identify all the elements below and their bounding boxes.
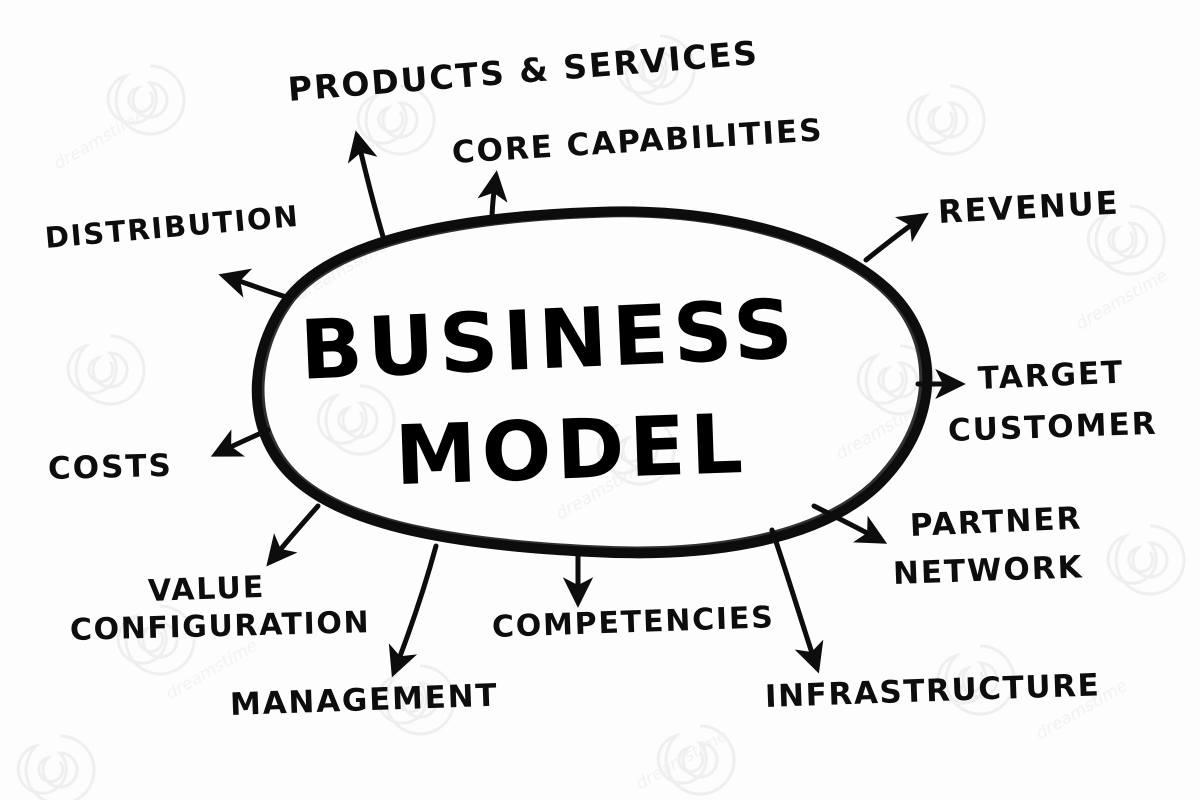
node-label-revenue: REVENUE [937,183,1121,231]
arrow-partner-network [811,503,888,544]
node-label-network: NETWORK [892,549,1085,592]
arrow-management [388,543,439,678]
node-label-configuration: CONFIGURATION [69,605,371,648]
node-label-partner: PARTNER [909,500,1084,544]
center-title-line1: BUSINESS [298,282,800,399]
central-ellipse [251,206,933,559]
arrow-costs [210,427,271,457]
node-label-management: MANAGEMENT [229,677,499,723]
node-label-value: VALUE [147,569,266,609]
node-label-customer: CUSTOMER [947,405,1159,449]
node-label-costs: COSTS [47,447,174,487]
arrow-revenue [863,212,929,263]
arrow-distribution [218,268,293,301]
arrow-core-capabilities [477,170,508,223]
node-label-target: TARGET [977,354,1125,397]
arrow-products-services [347,130,387,243]
arrow-value-configuration [266,503,321,567]
center-title-line2: MODEL [393,396,750,505]
arrow-infrastructure [769,527,824,674]
